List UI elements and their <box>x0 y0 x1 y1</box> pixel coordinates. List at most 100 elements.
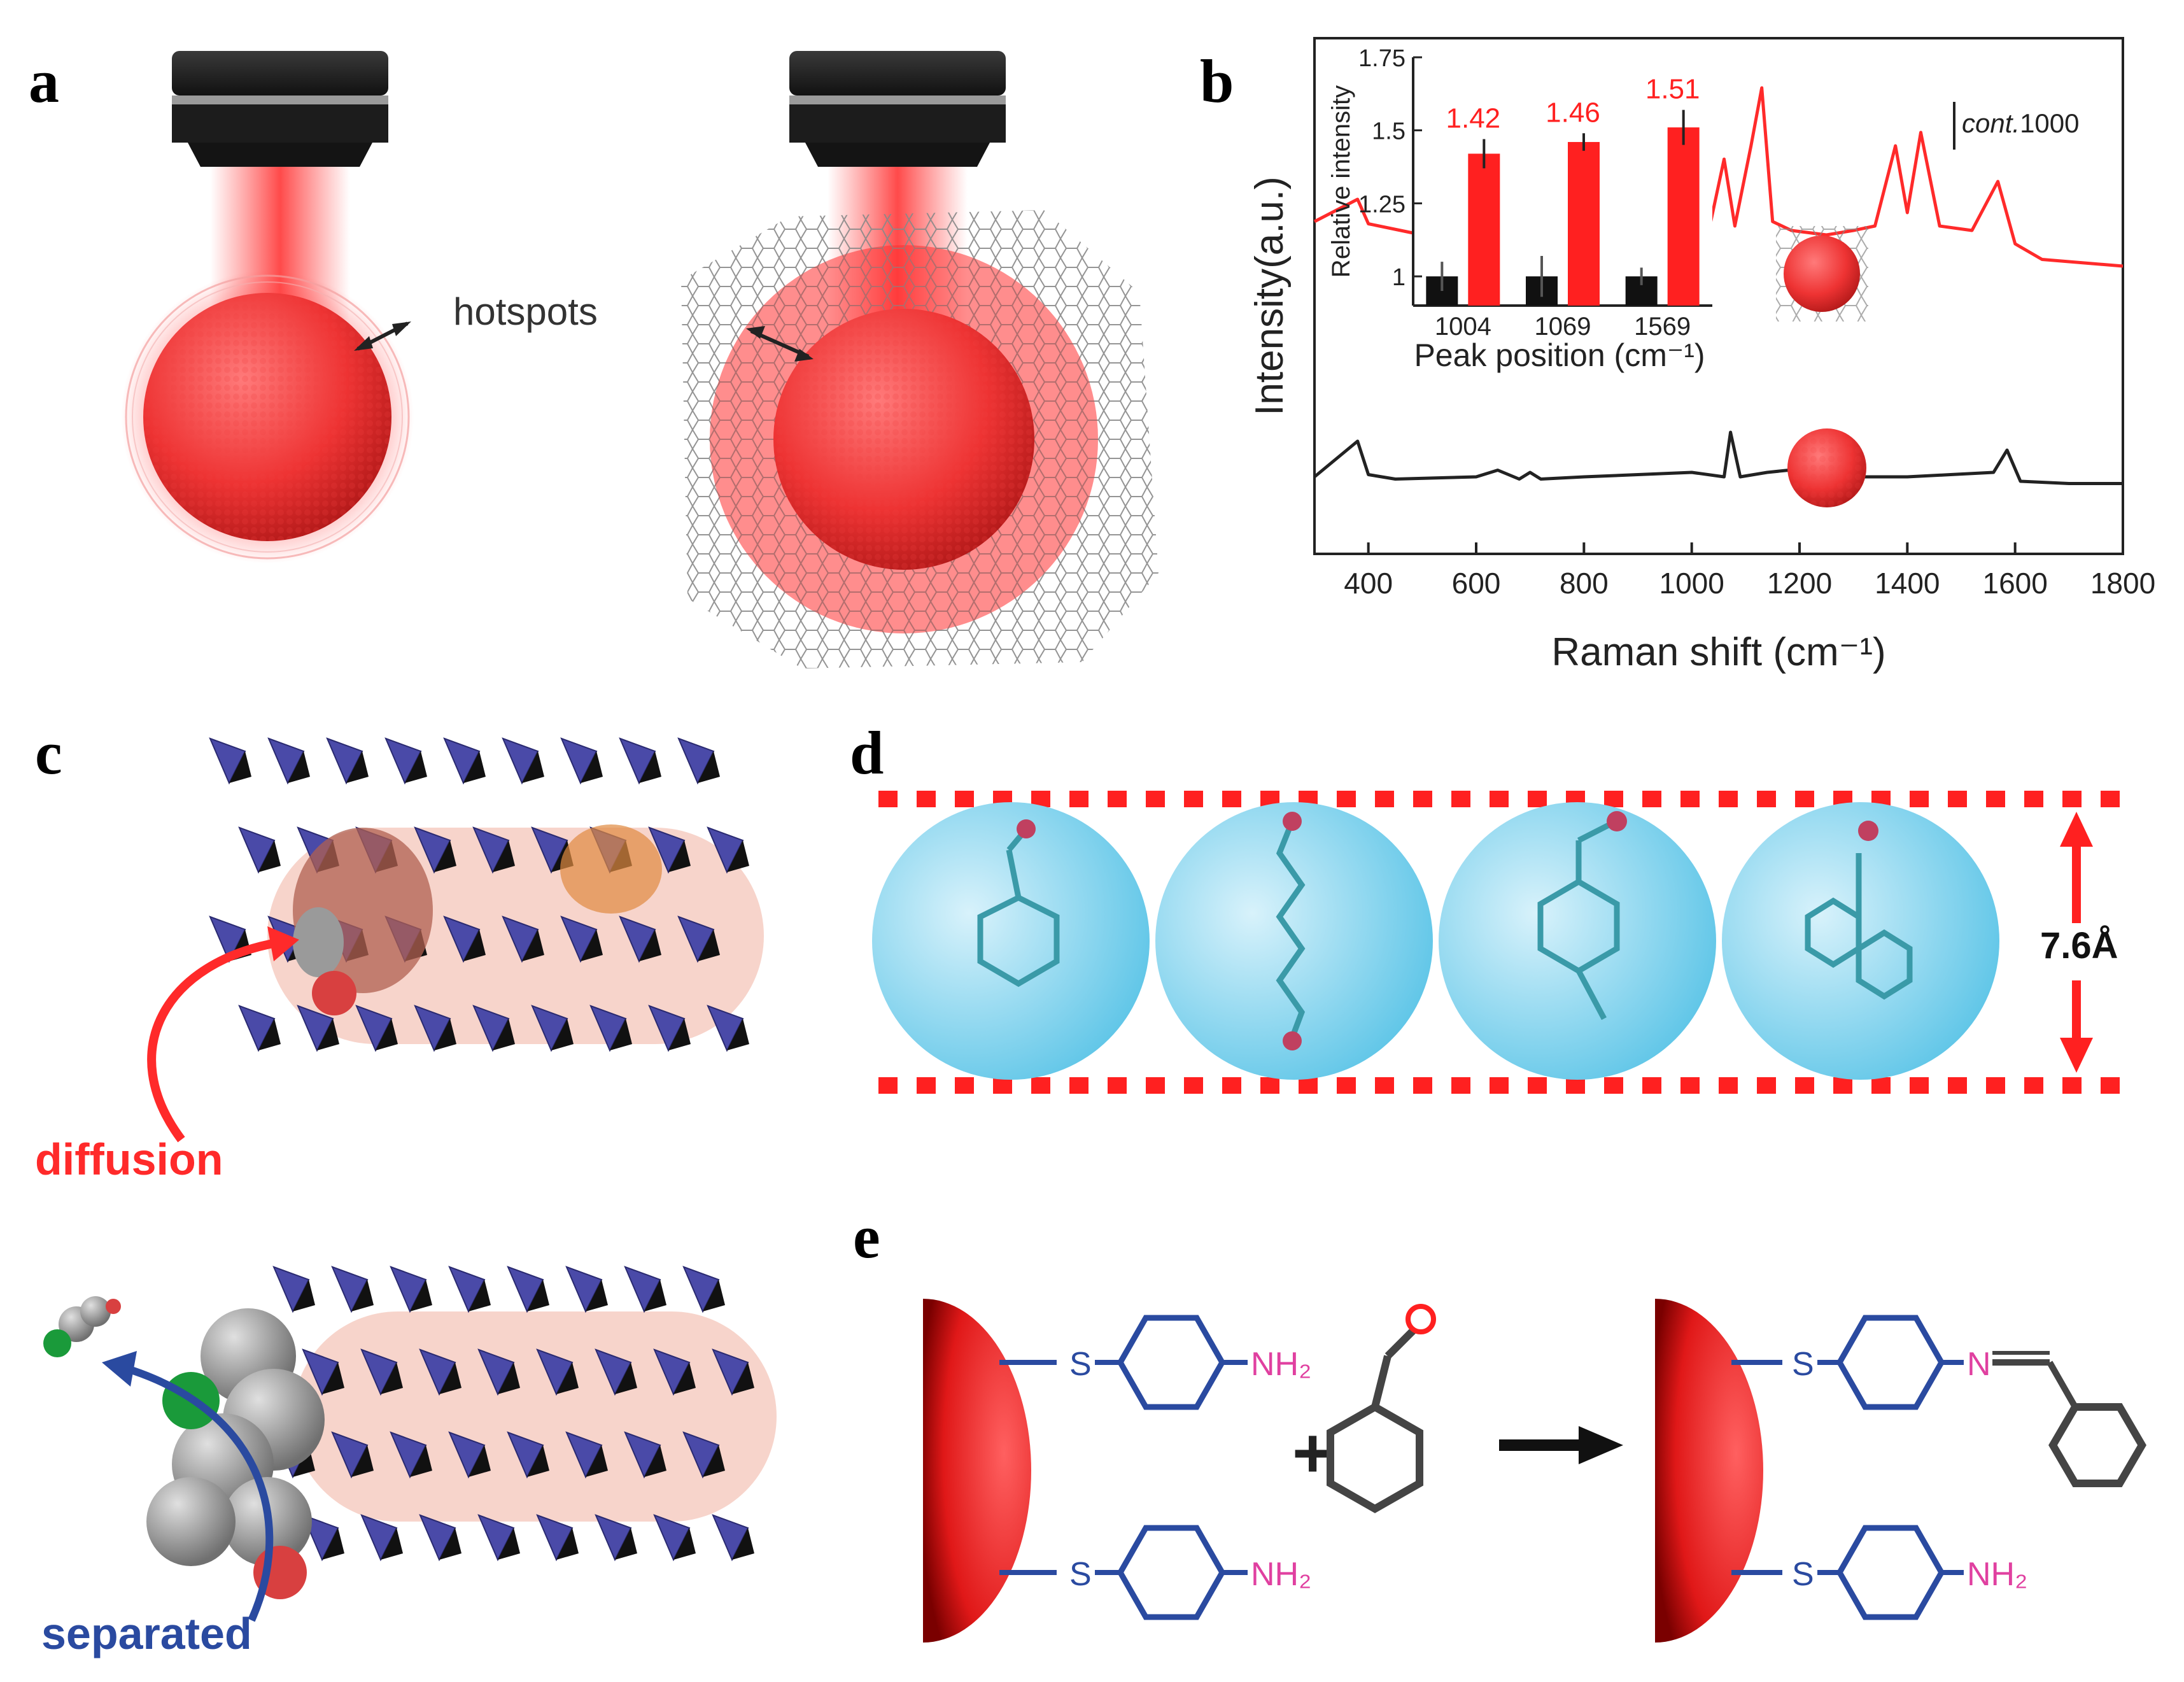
lower-tetrahedra <box>272 1266 754 1562</box>
panel-d-label: d <box>850 719 884 787</box>
raman-x-tick-label: 800 <box>1560 567 1609 600</box>
lower-channel-body <box>293 1311 777 1522</box>
tetrahedron-shadow <box>410 1445 432 1477</box>
tetrahedron-shadow <box>673 1528 696 1560</box>
tetrahedron-shadow <box>556 1362 579 1394</box>
tetrahedron-shadow <box>258 1019 281 1050</box>
scale-bar-italic: cont. <box>1962 108 2020 138</box>
tetrahedron-shadow <box>527 1445 549 1477</box>
left-top-ligand: S NH₂ <box>999 1315 1311 1410</box>
tetrahedron-shadow <box>469 1445 491 1477</box>
inset-value-label: 1.46 <box>1546 97 1600 128</box>
upper-second-molecule <box>560 824 662 914</box>
panel-a-label: a <box>29 47 59 115</box>
tetrahedron-shadow <box>346 751 369 783</box>
separated-arrow <box>102 1351 274 1622</box>
lower-guest-molecule <box>146 1308 325 1599</box>
tetrahedron-shadow <box>351 1445 374 1477</box>
inset-value-label: 1.51 <box>1645 74 1700 105</box>
molecule-circle-2 <box>1155 802 1433 1080</box>
molecule-circle-1 <box>872 802 1150 1080</box>
panel-a: a hotspots <box>29 47 1159 668</box>
amine-label: NH₂ <box>1251 1556 1311 1593</box>
reaction-arrow <box>1499 1426 1623 1464</box>
diffusion-label: diffusion <box>35 1134 223 1184</box>
right-camera-icon <box>789 51 1006 167</box>
tetrahedron-shadow <box>317 1019 339 1050</box>
tetrahedron-shadow <box>586 1280 608 1311</box>
left-bottom-ligand: S NH₂ <box>999 1525 1311 1620</box>
panel-d: d <box>850 719 2129 1094</box>
tetrahedron-shadow <box>463 751 486 783</box>
inset-x-axis-title: Peak position (cm⁻¹) <box>1414 337 1705 373</box>
scale-bar-value: 1000 <box>2020 108 2079 138</box>
tetrahedron-shadow <box>322 1362 344 1394</box>
raman-x-tick-label: 1000 <box>1659 567 1724 600</box>
tetrahedron-shadow <box>469 1280 491 1311</box>
molecule-circle-4 <box>1722 802 1999 1080</box>
inset-y-axis-title: Relative intensity <box>1327 85 1355 278</box>
inset-y-tick-label: 1.75 <box>1358 45 1406 72</box>
coated-sphere-legend-icon <box>1776 226 1868 322</box>
imine-n-label: N <box>1967 1346 1991 1383</box>
tetrahedron-shadow <box>229 751 251 783</box>
tetrahedron-shadow <box>522 929 544 961</box>
tetrahedron-shadow <box>639 929 661 961</box>
separated-small-molecule <box>43 1296 121 1357</box>
tetrahedron-shadow <box>668 1019 691 1050</box>
separated-label: separated <box>41 1609 252 1658</box>
tetrahedron-shadow <box>732 1528 754 1560</box>
lower-mof-channel <box>43 1266 777 1599</box>
plus-sign: + <box>1292 1414 1333 1492</box>
tetrahedron-shadow <box>698 929 720 961</box>
tetrahedron-shadow <box>493 840 515 872</box>
tetrahedron-shadow <box>703 1280 725 1311</box>
bare-spectrum-line <box>1313 430 2123 485</box>
tetrahedron-shadow <box>615 1362 637 1394</box>
left-gold-hemisphere <box>923 1299 1031 1643</box>
tetrahedron-shadow <box>581 929 603 961</box>
tetrahedron-shadow <box>581 751 603 783</box>
tetrahedron-shadow <box>668 840 691 872</box>
upper-entering-molecule <box>293 907 344 977</box>
scale-bar-label: cont.1000 <box>1962 108 2080 138</box>
tetrahedron-shadow <box>703 1445 725 1477</box>
tetrahedron-shadow <box>439 1362 461 1394</box>
raman-x-axis-title: Raman shift (cm⁻¹) <box>1551 630 1885 674</box>
tetrahedron-shadow <box>586 1445 608 1477</box>
tetrahedron-shadow <box>410 1280 432 1311</box>
inset-bar-coated <box>1667 127 1700 306</box>
tetrahedron-shadow <box>322 1528 344 1560</box>
right-bottom-ligand: S NH₂ <box>1731 1525 2027 1620</box>
tetrahedron-shadow <box>288 751 310 783</box>
raman-plot-frame <box>1313 37 2124 555</box>
tetrahedron-shadow <box>522 751 544 783</box>
inset-bar-coated <box>1568 142 1600 306</box>
sulfur-label: S <box>1069 1346 1092 1383</box>
tetrahedron-shadow <box>381 1528 403 1560</box>
tetrahedron-shadow <box>698 751 720 783</box>
amine-label: NH₂ <box>1251 1346 1311 1383</box>
inset-bar-coated <box>1468 153 1500 306</box>
diffusion-arrow <box>147 926 299 1143</box>
pore-width-label: 7.6Å <box>2040 925 2118 966</box>
raman-y-axis-title: Intensity(a.u.) <box>1248 176 1292 416</box>
inset-category-label: 1069 <box>1535 313 1591 341</box>
tetrahedron-shadow <box>351 1280 374 1311</box>
tetrahedron-shadow <box>644 1280 666 1311</box>
tetrahedron-shadow <box>434 840 456 872</box>
tetrahedron-shadow <box>610 1019 632 1050</box>
tetrahedron-shadow <box>727 840 749 872</box>
panel-e: e S NH₂ S NH₂ + <box>853 1203 2146 1643</box>
inset-y-tick-label: 1.5 <box>1372 118 1406 145</box>
left-camera-icon <box>172 51 388 167</box>
raman-x-tick-label: 1600 <box>1982 567 2047 600</box>
tetrahedron-shadow <box>498 1362 520 1394</box>
upper-mof-channel <box>209 737 764 1052</box>
sulfur-label: S <box>1069 1556 1092 1593</box>
raman-x-tick-label: 400 <box>1344 567 1393 600</box>
amine-label: NH₂ <box>1967 1556 2027 1593</box>
